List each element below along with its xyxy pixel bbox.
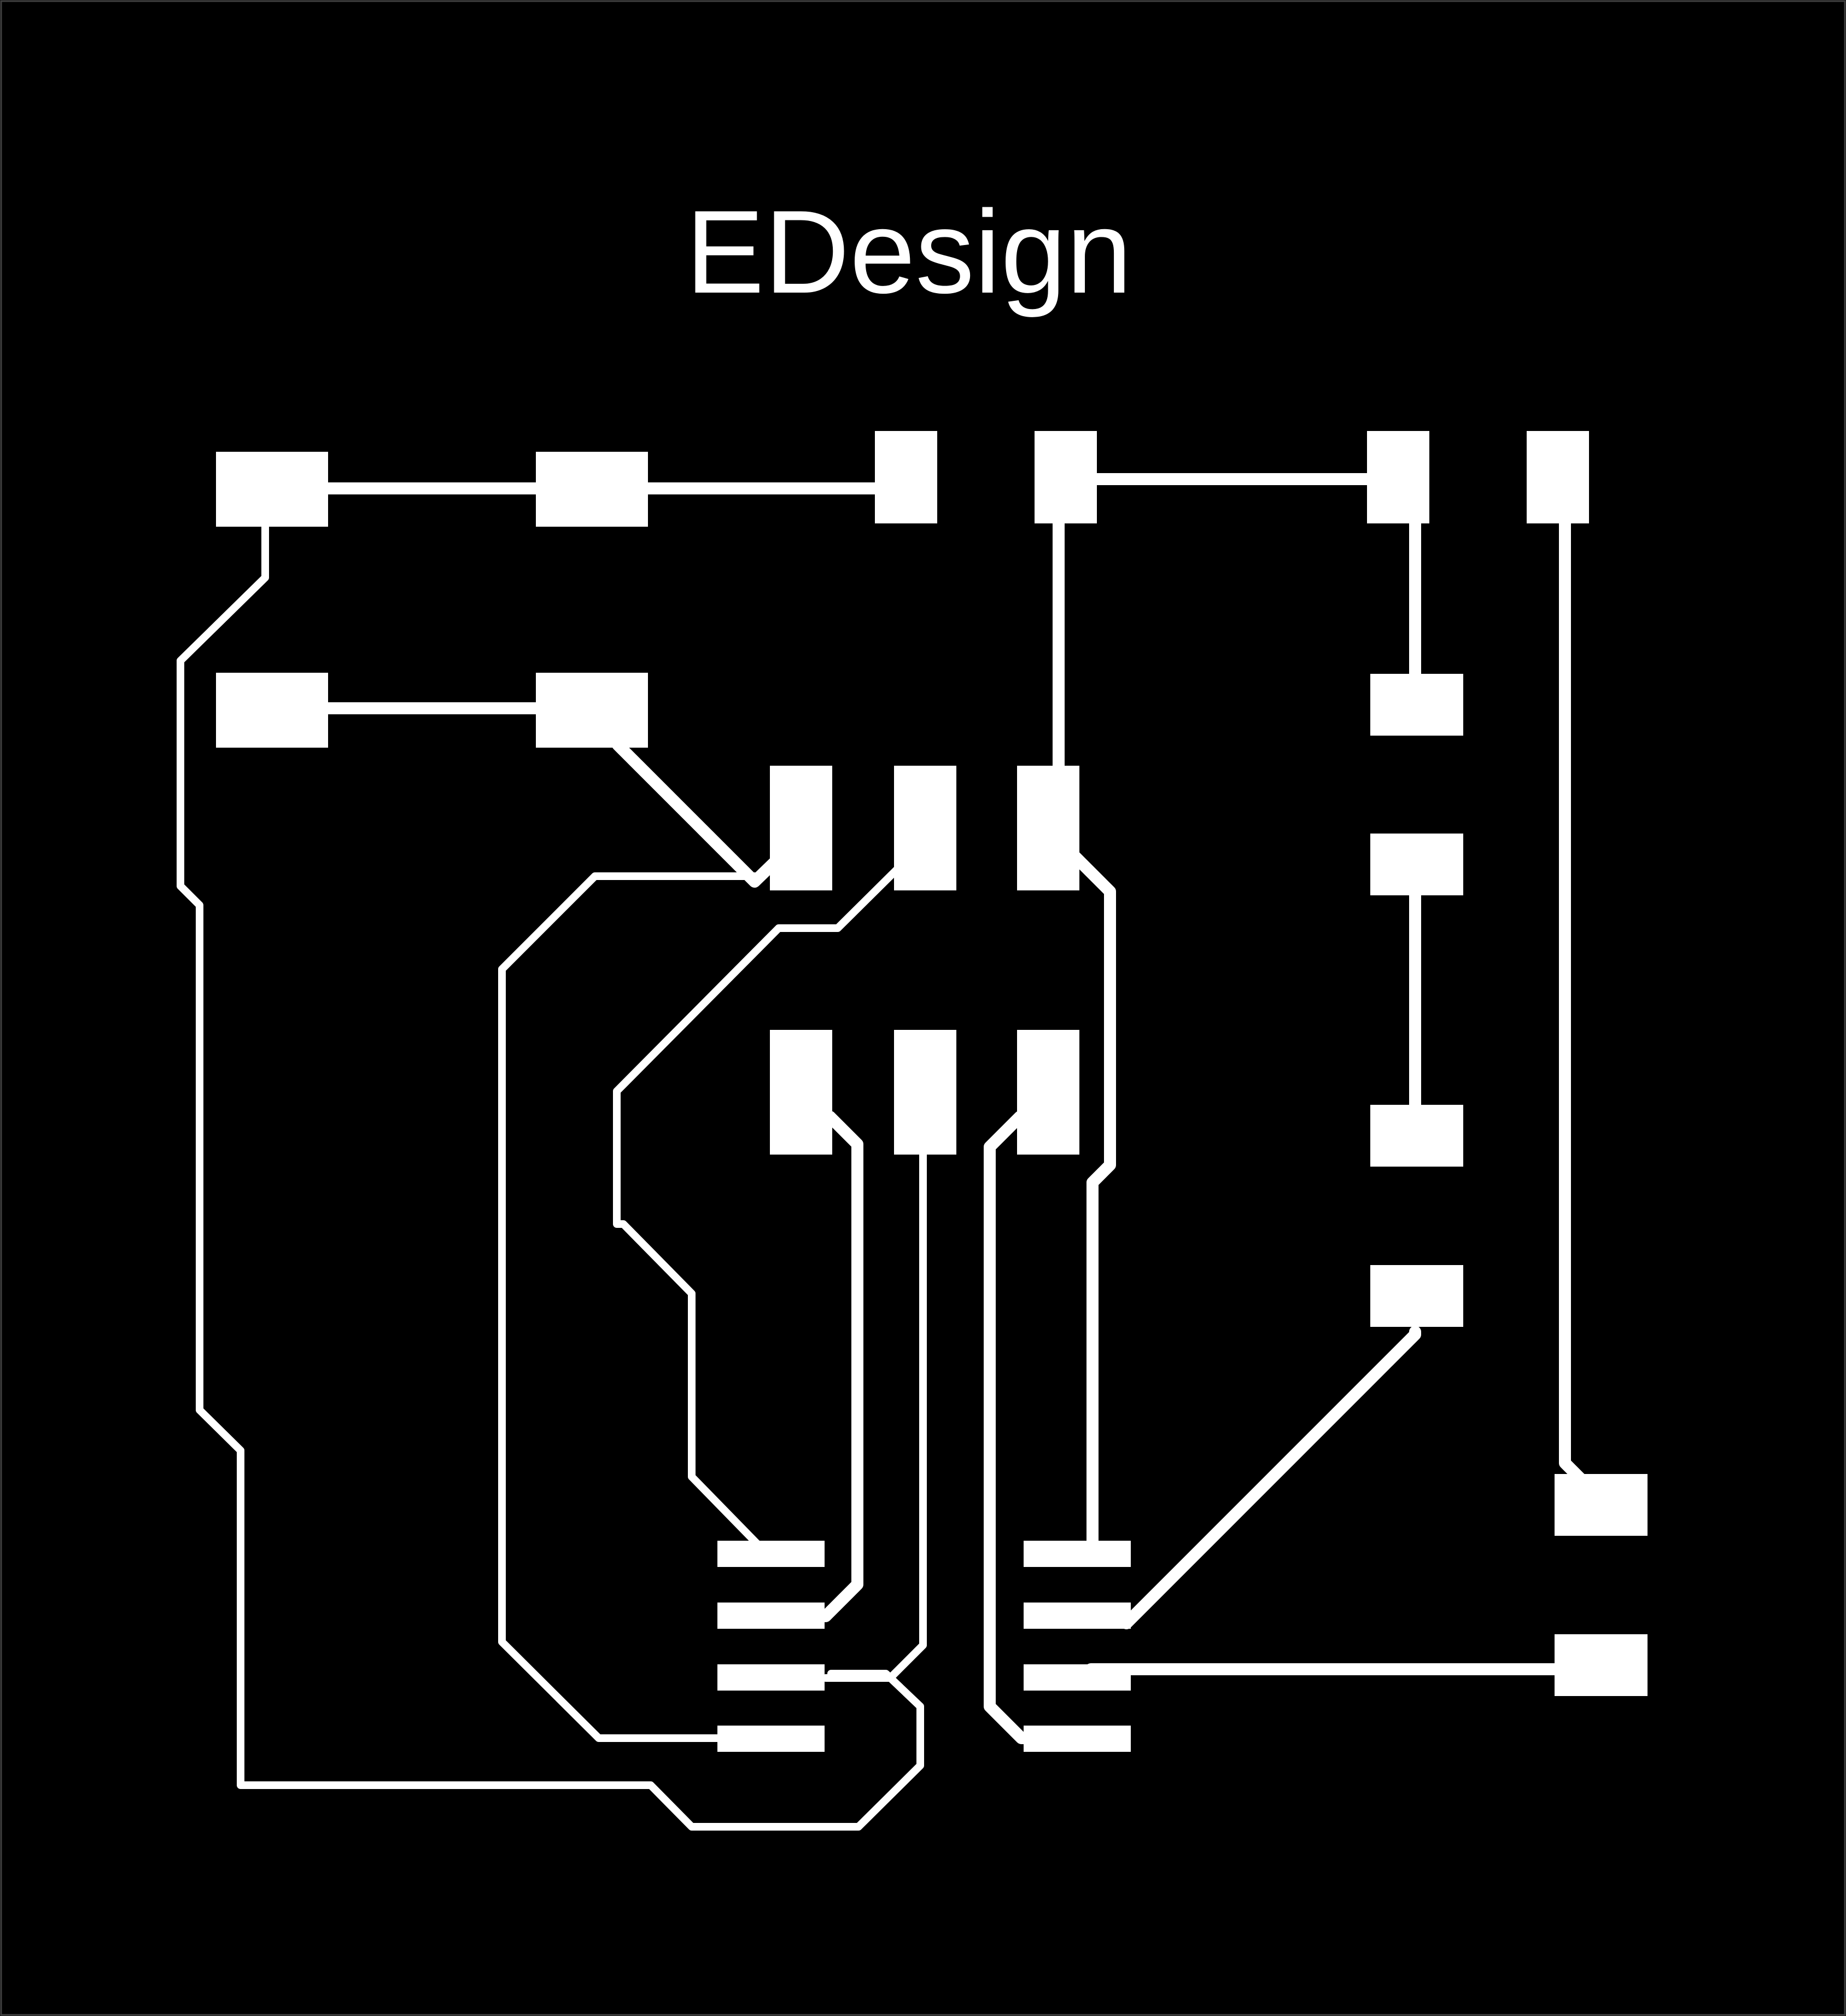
pad-soic-right-3: [1024, 1664, 1131, 1691]
pad-ic-upper-2: [894, 766, 956, 890]
trace-diagonal-upper: [612, 739, 780, 888]
pad-ic-upper-3: [1017, 766, 1079, 890]
pad-top-right-1: [1035, 431, 1097, 523]
pad-ic-upper-1: [770, 766, 832, 890]
pad-soic-left-4: [717, 1726, 825, 1752]
trace-right-column: [1058, 839, 1116, 1553]
trace-left-outer: [177, 522, 924, 1831]
pad-second-left-1: [216, 673, 328, 748]
pad-right-col-1: [1370, 674, 1463, 736]
traces: [177, 473, 1586, 1831]
pad-right-col-4: [1370, 1265, 1463, 1327]
pad-ic-lower-3: [1017, 1030, 1079, 1155]
pads: [216, 431, 1648, 1752]
pad-ic-lower-2: [894, 1030, 956, 1155]
trace-middle-snake: [613, 866, 901, 1551]
pad-soic-right-2: [1024, 1603, 1131, 1629]
pad-soic-left-1: [717, 1541, 825, 1567]
pad-connector-1: [1555, 1474, 1648, 1536]
pad-soic-left-3: [717, 1664, 825, 1691]
pad-soic-right-1: [1024, 1541, 1131, 1567]
trace-bottom-diagonal: [1120, 1326, 1421, 1629]
pad-ic-lower-1: [770, 1030, 832, 1155]
board-title: EDesign: [686, 185, 1132, 318]
pad-top-left-2: [536, 452, 648, 527]
pad-top-left-3: [875, 431, 937, 523]
pad-second-left-2: [536, 673, 648, 748]
trace-left-loop: [498, 872, 758, 1742]
pad-soic-left-2: [717, 1603, 825, 1629]
trace-lower-middle: [822, 1145, 927, 1682]
pad-right-col-2: [1370, 834, 1463, 895]
pad-top-left-1: [216, 452, 328, 527]
pad-soic-right-4: [1024, 1726, 1131, 1752]
pad-right-col-3: [1370, 1105, 1463, 1167]
pad-top-right-3: [1527, 431, 1589, 523]
trace-far-right: [1559, 516, 1586, 1484]
pad-top-right-2: [1367, 431, 1429, 523]
pad-connector-2: [1555, 1634, 1648, 1696]
